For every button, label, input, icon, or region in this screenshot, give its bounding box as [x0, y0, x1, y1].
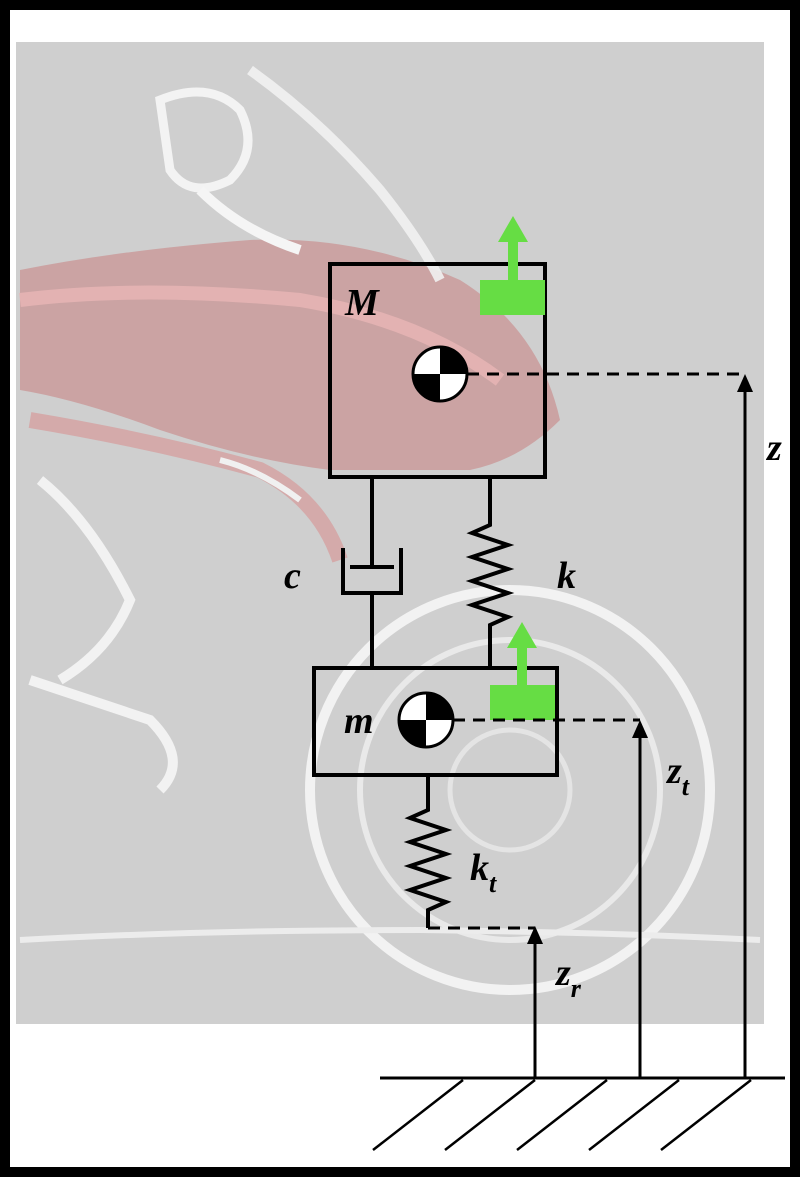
suspension-spring: k	[465, 477, 576, 668]
unsprung-mass-label: m	[344, 700, 374, 742]
damper: c	[284, 477, 403, 668]
tire-spring: kt	[403, 775, 497, 928]
tire-spring-label: kt	[470, 847, 497, 898]
motorcycle-background-image	[16, 42, 764, 1024]
sprung-mass-cg-icon	[411, 345, 469, 403]
sprung-mass-force-arrow-icon	[480, 216, 545, 315]
zt-arrow	[632, 720, 648, 1078]
ground-hatch	[372, 1076, 785, 1151]
unsprung-mass-force-arrow-icon	[490, 622, 555, 720]
damper-label: c	[284, 555, 301, 597]
zr-arrow	[527, 926, 543, 1078]
zt-label: zt	[665, 750, 690, 801]
unsprung-mass-cg-icon	[397, 691, 455, 749]
unsprung-mass-block: m	[312, 666, 559, 777]
sprung-mass-block: M	[328, 262, 547, 479]
z-arrow	[737, 374, 753, 1078]
spring-label: k	[557, 555, 576, 597]
zr-label: zr	[554, 952, 582, 1003]
sprung-mass-label: M	[344, 282, 380, 324]
z-label: z	[765, 427, 782, 469]
